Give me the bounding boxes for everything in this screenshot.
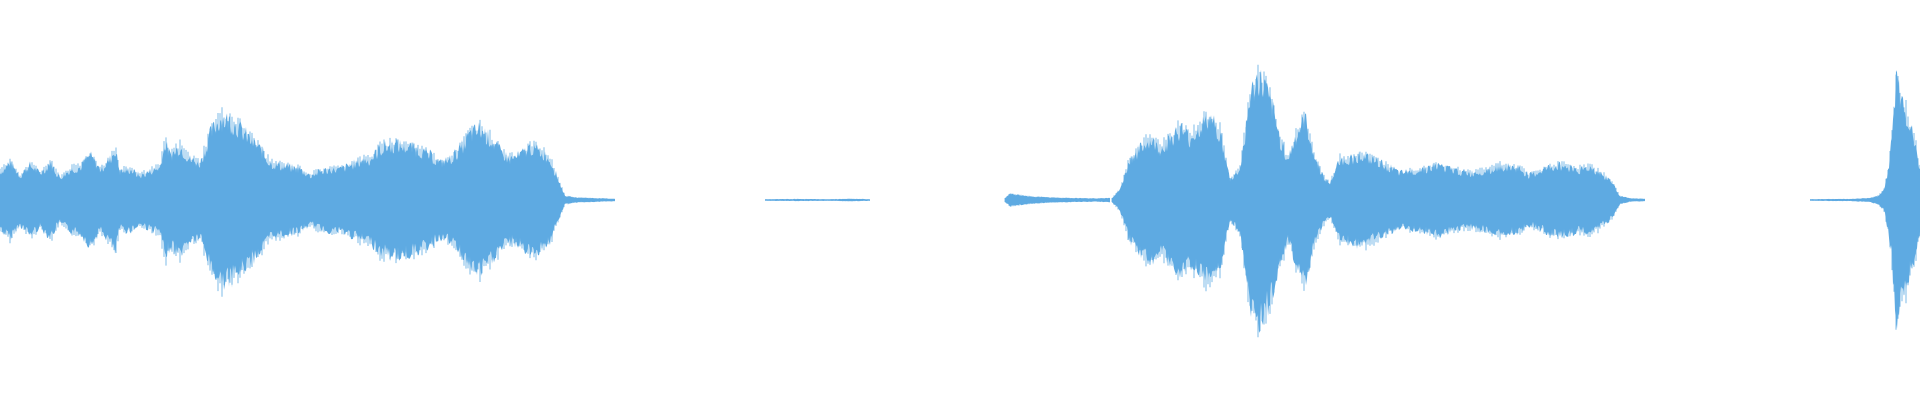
waveform-segment-2 [765,198,870,202]
waveform-segment-1 [0,107,615,297]
waveform-segment-3 [1004,193,1110,207]
waveform-envelope [0,113,615,292]
waveform-envelope [1112,69,1645,333]
waveform-segment-4 [1111,64,1645,338]
waveform-segment-5 [1810,70,1920,330]
